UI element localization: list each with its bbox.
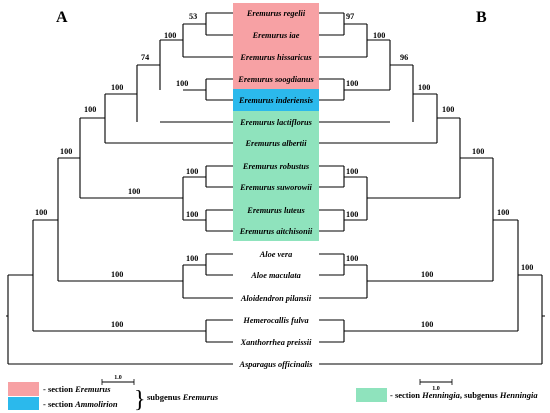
taxon-label: Asparagus officinalis bbox=[239, 360, 313, 369]
support-a-9: 100 bbox=[128, 187, 140, 196]
support-a-12: 100 bbox=[186, 254, 198, 263]
taxon-label: Aloe maculata bbox=[250, 271, 301, 280]
scale-bar-a: 1.0 bbox=[101, 375, 135, 385]
taxon-label: Eremurus aitchisonii bbox=[239, 227, 313, 236]
support-a-2: 100 bbox=[164, 31, 176, 40]
legend-swatch-eremurus bbox=[8, 382, 39, 396]
legend-henningia-text: - section Henningia, subgenus Henningia bbox=[390, 390, 538, 400]
support-b-5: 100 bbox=[418, 83, 430, 92]
support-b-11: 100 bbox=[346, 254, 358, 263]
taxon-label: Eremurus lactiflorus bbox=[239, 118, 312, 127]
legend-eremurus-text: - section Eremurus bbox=[43, 384, 111, 394]
taxon-label: Eremurus regelii bbox=[246, 9, 306, 18]
legend-swatch-ammolirion bbox=[8, 397, 39, 410]
taxon-label: Eremurus robustus bbox=[242, 162, 309, 171]
legend-left: - section Eremurus - section Ammolirion … bbox=[8, 382, 219, 413]
section-ammolirion-highlight bbox=[233, 89, 319, 111]
taxon-label: Eremurus iae bbox=[252, 31, 300, 40]
support-a-6: 100 bbox=[84, 105, 96, 114]
support-a-10: 100 bbox=[186, 210, 198, 219]
legend-brace: } bbox=[134, 387, 146, 413]
branch-b-leaves bbox=[319, 12, 542, 365]
legend-subgenus-eremurus-text: subgenus Eremurus bbox=[147, 392, 219, 402]
taxon-label: Aloe vera bbox=[259, 250, 293, 259]
support-b-4: 100 bbox=[346, 79, 358, 88]
support-b-13: 100 bbox=[421, 320, 433, 329]
taxon-label: Hemerocallis fulva bbox=[242, 316, 308, 325]
tree-a: 53 100 74 100 100 100 100 100 100 100 10… bbox=[6, 12, 233, 365]
support-b-3: 96 bbox=[400, 53, 408, 62]
taxon-label: Eremurus albertii bbox=[244, 139, 307, 148]
taxon-labels: Eremurus regelii Eremurus iae Eremurus h… bbox=[237, 9, 313, 369]
section-henningia-highlight bbox=[233, 111, 319, 241]
support-a-7: 100 bbox=[60, 147, 72, 156]
support-a-5: 100 bbox=[111, 83, 123, 92]
branch-a-internal bbox=[6, 13, 207, 364]
scale-bar-b: 1.0 bbox=[419, 379, 453, 392]
panel-label-b: B bbox=[476, 9, 487, 26]
support-a-3: 74 bbox=[141, 53, 149, 62]
legend-ammolirion-text: - section Ammolirion bbox=[43, 399, 118, 409]
support-b-8: 100 bbox=[346, 167, 358, 176]
support-a-13: 100 bbox=[111, 270, 123, 279]
support-a-11: 100 bbox=[35, 208, 47, 217]
scale-label-a: 1.0 bbox=[114, 375, 122, 381]
panel-label-a: A bbox=[56, 9, 68, 26]
support-b-9: 100 bbox=[346, 210, 358, 219]
branch-a-leaves bbox=[8, 12, 233, 365]
taxon-label: Eremurus hissaricus bbox=[239, 53, 311, 62]
taxon-label: Aloidendron pilansii bbox=[240, 294, 312, 303]
support-b-2: 100 bbox=[373, 31, 385, 40]
support-b-12: 100 bbox=[421, 270, 433, 279]
branch-b-internal bbox=[343, 13, 545, 364]
support-b-7: 100 bbox=[472, 147, 484, 156]
scale-label-b: 1.0 bbox=[432, 386, 440, 392]
support-a-1: 53 bbox=[189, 12, 197, 21]
support-a-14: 100 bbox=[111, 320, 123, 329]
taxon-label: Eremurus suworowii bbox=[239, 183, 312, 192]
legend-right: - section Henningia, subgenus Henningia bbox=[356, 388, 538, 402]
taxon-label: Eremurus soogdianus bbox=[237, 75, 313, 84]
support-b-14: 100 bbox=[521, 263, 533, 272]
support-b-10: 100 bbox=[497, 208, 509, 217]
legend-swatch-henningia bbox=[356, 388, 387, 402]
support-a-8: 100 bbox=[186, 167, 198, 176]
support-b-1: 97 bbox=[346, 12, 354, 21]
taxon-label: Eremurus inderiensis bbox=[238, 96, 313, 105]
section-eremurus-highlight bbox=[233, 3, 319, 89]
tree-b: 97 100 96 100 100 100 100 100 100 100 10… bbox=[319, 12, 545, 365]
taxon-label: Xanthorrhea preissii bbox=[240, 338, 312, 347]
support-a-4: 100 bbox=[176, 79, 188, 88]
support-b-6: 100 bbox=[442, 105, 454, 114]
taxon-label: Eremurus luteus bbox=[246, 206, 304, 215]
